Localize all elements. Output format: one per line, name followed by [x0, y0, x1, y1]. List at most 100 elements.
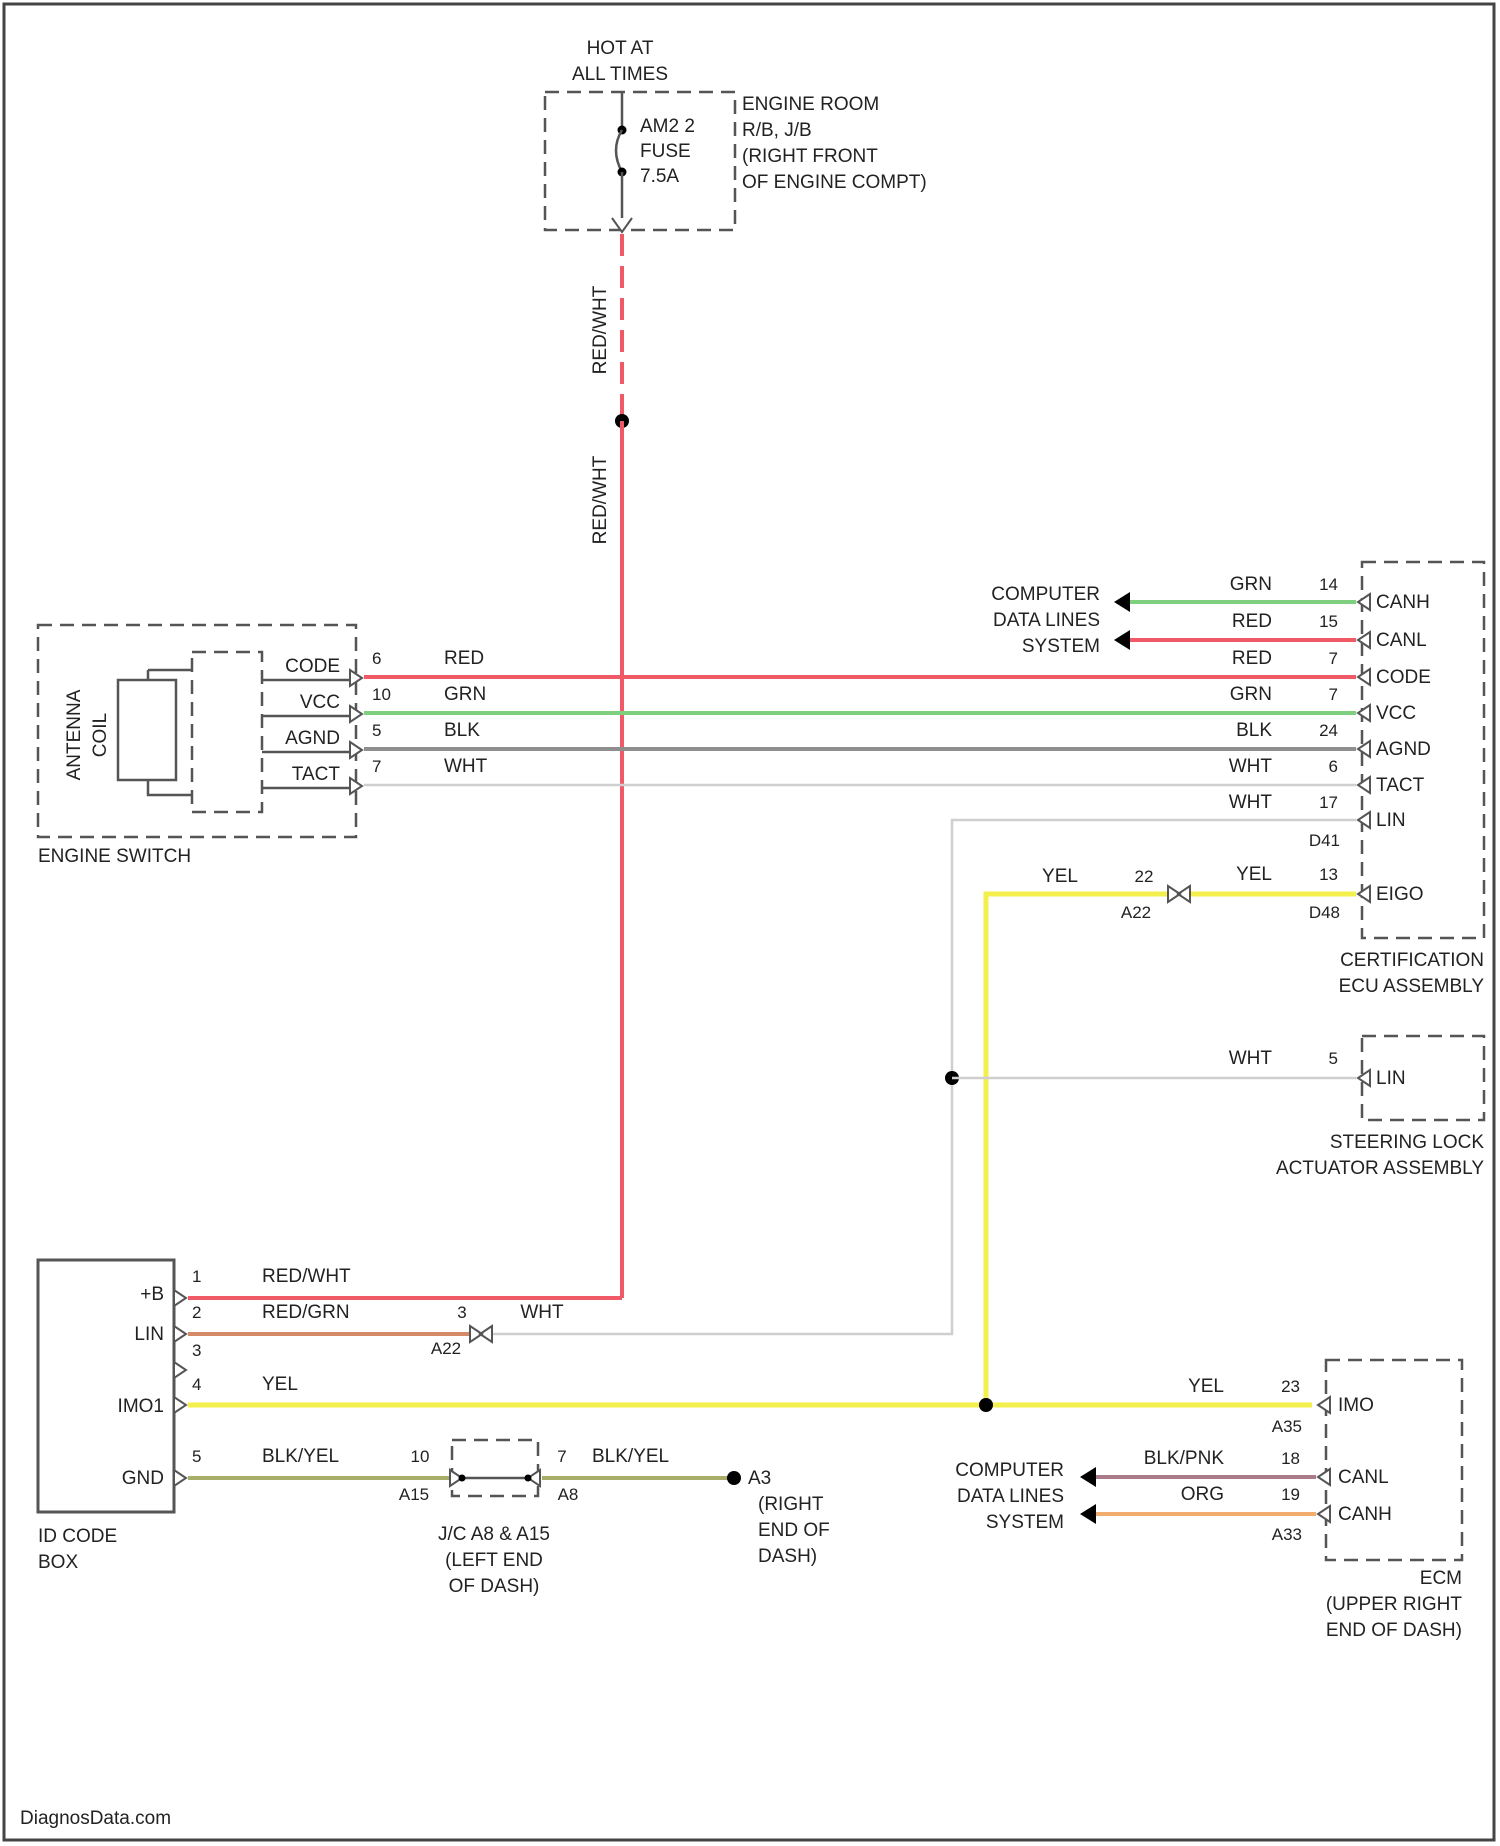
engine-switch-name: ENGINE SWITCH [38, 846, 191, 867]
cert-wire-red2: RED [1232, 648, 1272, 669]
cert-pin-canh: CANH [1376, 592, 1430, 613]
es-num-10: 10 [372, 685, 391, 704]
ecm-wire-yel: YEL [1188, 1376, 1224, 1397]
cert-num-14: 14 [1319, 575, 1338, 594]
cdl-bottom-3: SYSTEM [986, 1512, 1064, 1533]
id-code-box: +B LIN IMO1 GND 1 2 3 4 5 ID CODE BOX RE… [38, 1260, 1312, 1573]
jc-label-3: OF DASH) [449, 1576, 540, 1597]
id-wire-imo: YEL [262, 1374, 298, 1395]
cdl-top-3: SYSTEM [1022, 636, 1100, 657]
cdl-bottom-2: DATA LINES [957, 1486, 1064, 1507]
ground-loc-1: (RIGHT [758, 1494, 824, 1515]
es-wire-wht: WHT [444, 756, 488, 777]
ground-id: A3 [748, 1468, 771, 1489]
cert-pin-code: CODE [1376, 667, 1431, 688]
ecm-conn-a35: A35 [1272, 1417, 1302, 1436]
junction-ground: 10 A15 7 A8 BLK/YEL A3 (RIGHT END OF DAS… [399, 1440, 830, 1597]
cert-num-24: 24 [1319, 721, 1338, 740]
cdl-top-1: COMPUTER [991, 584, 1100, 605]
cert-wire-grn: GRN [1230, 574, 1272, 595]
id-code-pins [174, 1290, 186, 1486]
es-num-6: 6 [372, 649, 381, 668]
cert-wire-red: RED [1232, 611, 1272, 632]
jb-label-3: (RIGHT FRONT [742, 146, 878, 167]
jb-label-4: OF ENGINE COMPT) [742, 172, 927, 193]
id-box-name-1: ID CODE [38, 1526, 117, 1547]
antenna-label-2: COIL [90, 713, 111, 757]
jc-node-left [459, 1475, 466, 1482]
id-num-1: 1 [192, 1267, 201, 1286]
cert-num-15: 15 [1319, 612, 1338, 631]
steering-pin-lin: LIN [1376, 1068, 1406, 1089]
es-wire-red: RED [444, 648, 484, 669]
lin-inline-connector [470, 1326, 492, 1342]
arrow-ecm-canl [1080, 1467, 1096, 1487]
jc-num-left: 10 [411, 1447, 430, 1466]
id-pin-gnd: GND [122, 1468, 164, 1489]
cert-yel-left: YEL [1042, 866, 1078, 887]
cert-wire-blk: BLK [1236, 720, 1272, 741]
id-pin-lin: LIN [134, 1324, 164, 1345]
ecm-wire-blkpnk: BLK/PNK [1144, 1448, 1225, 1469]
ecm-wire-org: ORG [1181, 1484, 1224, 1505]
cert-ecu-name-1: CERTIFICATION [1340, 950, 1484, 971]
jc-num-right: 7 [557, 1447, 566, 1466]
es-pin-agnd: AGND [285, 728, 340, 749]
id-num-2: 2 [192, 1303, 201, 1322]
fuse-label-1: AM2 2 [640, 116, 695, 137]
lin-conn-num: 3 [457, 1303, 466, 1322]
cert-conn-d48: D48 [1309, 903, 1340, 922]
fuse-symbol [616, 130, 622, 172]
cert-pin-tact: TACT [1376, 775, 1425, 796]
es-pin-code: CODE [285, 656, 340, 677]
signal-wires [364, 677, 1356, 785]
arrow-ecm-canh [1080, 1504, 1096, 1524]
jc-box [452, 1440, 538, 1496]
arrow-canh [1114, 592, 1130, 612]
es-num-7: 7 [372, 757, 381, 776]
ecm-name-3: END OF DASH) [1326, 1620, 1462, 1641]
cert-wire-grn2: GRN [1230, 684, 1272, 705]
ecm-pin-canl: CANL [1338, 1467, 1389, 1488]
diagram-frame [4, 4, 1494, 1840]
cert-ecu-pins [1358, 594, 1370, 902]
certification-ecu: CANH CANL CODE VCC AGND TACT LIN EIGO 14… [486, 562, 1484, 1405]
cdl-top-2: DATA LINES [993, 610, 1100, 631]
cert-conn-a22: A22 [1121, 903, 1151, 922]
cert-num-7b: 7 [1329, 685, 1338, 704]
cert-pin-eigo: EIGO [1376, 884, 1424, 905]
antenna-coil-icon [118, 680, 176, 780]
engine-switch-inner [192, 652, 262, 812]
cert-pin-vcc: VCC [1376, 703, 1416, 724]
cert-num-17: 17 [1319, 793, 1338, 812]
jc-label-1: J/C A8 & A15 [438, 1524, 550, 1545]
lin-conn-a22: A22 [431, 1339, 461, 1358]
power-source: HOT AT ALL TIMES AM2 2 FUSE 7.5A ENGINE … [545, 38, 927, 232]
ecm-conn-a33: A33 [1272, 1525, 1302, 1544]
cert-num-13: 13 [1319, 865, 1338, 884]
ground-loc-3: DASH) [758, 1546, 817, 1567]
ecm-name-1: ECM [1420, 1568, 1462, 1589]
id-num-5: 5 [192, 1447, 201, 1466]
ground-loc-2: END OF [758, 1520, 830, 1541]
jc-conn-left: A15 [399, 1485, 429, 1504]
id-box-name-2: BOX [38, 1552, 78, 1573]
ecm-box [1326, 1360, 1462, 1560]
steering-wire-wht: WHT [1229, 1048, 1273, 1069]
cert-wire-yel: YEL [1236, 864, 1272, 885]
cert-pin-agnd: AGND [1376, 739, 1431, 760]
steering-name-2: ACTUATOR ASSEMBLY [1276, 1158, 1484, 1179]
fuse-label-3: 7.5A [640, 166, 679, 187]
steering-pin-num: 5 [1329, 1049, 1338, 1068]
id-pin-b: +B [140, 1284, 164, 1305]
wire-eigo-yel [986, 894, 1356, 1405]
ecm: IMO CANL CANH 23 18 19 YEL BLK/PNK ORG A… [955, 1360, 1462, 1641]
antenna-label-1: ANTENNA [64, 689, 85, 780]
steering-lock-pin [1358, 1070, 1370, 1086]
ecm-pins [1318, 1397, 1330, 1522]
cert-yel-left-num: 22 [1135, 867, 1154, 886]
cert-wire-wht: WHT [1229, 756, 1273, 777]
ground-point [727, 1471, 741, 1485]
arrow-canl [1114, 630, 1130, 650]
